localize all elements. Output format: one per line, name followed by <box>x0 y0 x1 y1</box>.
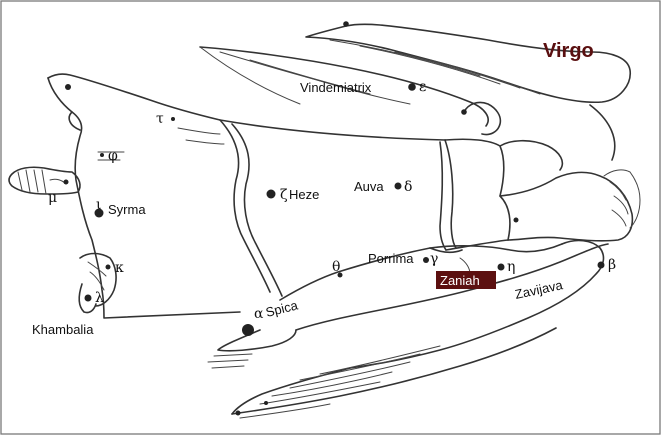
label-syrma-letter: ι <box>96 197 102 213</box>
left-foot <box>9 167 80 194</box>
star-kappa <box>106 265 111 270</box>
label-tau-letter: τ <box>156 111 164 127</box>
constellation-title: Virgo <box>543 40 594 62</box>
label-auva-name: Auva <box>354 179 384 194</box>
star-lower-wing-2 <box>236 411 241 416</box>
star-tau <box>171 117 175 121</box>
label-porrima-letter: γ <box>430 251 438 267</box>
label-kappa-letter: κ <box>115 260 124 276</box>
star-spica <box>242 324 254 336</box>
labels: Virgo Vindemiatrix ε τ φ μ ι Syrma ζ Hez… <box>32 40 616 337</box>
star-hand <box>514 218 519 223</box>
label-vindemiatrix-letter: ε <box>419 79 426 95</box>
star-robe-shoulder <box>65 84 71 90</box>
star-lower-wing-1 <box>264 401 268 405</box>
label-vindemiatrix-name: Vindemiatrix <box>300 80 372 95</box>
label-zaniah-name: Zaniah <box>440 273 480 288</box>
star-phi <box>100 153 104 157</box>
star-auva <box>395 183 402 190</box>
label-theta-letter: θ <box>332 259 340 275</box>
label-phi-letter: φ <box>108 148 118 164</box>
star-vindemiatrix <box>408 83 416 91</box>
label-spica-name: Spica <box>264 297 300 320</box>
label-mu-letter: μ <box>48 190 57 206</box>
label-auva-letter: δ <box>404 179 412 195</box>
label-spica-letter: α <box>254 306 264 322</box>
star-zaniah <box>498 264 505 271</box>
label-heze-name: Heze <box>289 187 319 202</box>
star-heze <box>267 190 276 199</box>
label-zavijava-letter: β <box>608 257 616 273</box>
label-lambda-letter: λ <box>95 290 104 306</box>
label-porrima-name: Porrima <box>368 251 414 266</box>
label-zavijava-name: Zavijava <box>514 277 565 302</box>
label-khambalia-name: Khambalia <box>32 322 94 337</box>
label-heze-letter: ζ <box>280 187 288 203</box>
star-mu <box>64 180 69 185</box>
star-zavijava <box>598 262 605 269</box>
star-top-wing <box>343 21 349 27</box>
label-zaniah-letter: η <box>507 259 515 275</box>
label-syrma-name: Syrma <box>108 202 146 217</box>
star-lambda <box>85 295 92 302</box>
star-wing-edge <box>461 109 467 115</box>
star-porrima <box>423 257 429 263</box>
